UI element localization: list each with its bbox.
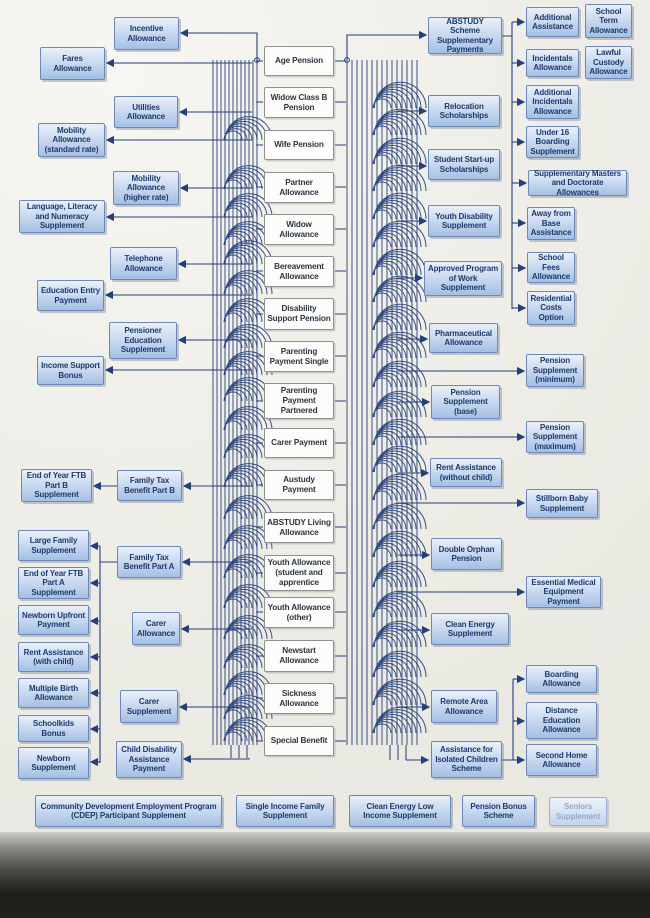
node-large-family-supplement: Large Family Supplement xyxy=(18,530,89,561)
node-youth-disability-supplement: Youth Disability Supplement xyxy=(428,205,500,237)
node-mobility-allowance-standard-rate: Mobility Allowance (standard rate) xyxy=(38,123,105,157)
node-incentive-allowance: Incentive Allowance xyxy=(114,17,179,50)
node-clean-energy-low-income-supplement: Clean Energy Low Income Supplement xyxy=(349,795,451,827)
node-schoolkids-bonus: Schoolkids Bonus xyxy=(18,715,89,742)
node-youth-allowance-student-and-apprentice: Youth Allowance (student and apprentice xyxy=(264,555,334,591)
node-student-start-up-scholarships: Student Start-up Scholarships xyxy=(428,149,500,180)
node-carer-payment: Carer Payment xyxy=(264,428,334,458)
node-stillborn-baby-supplement: Stillborn Baby Supplement xyxy=(526,489,598,518)
node-carer-allowance: Carer Allowance xyxy=(132,612,180,645)
node-abstudy-living-allowance: ABSTUDY Living Allowance xyxy=(264,512,334,543)
node-end-of-year-ftb-part-b-supplement: End of Year FTB Part B Supplement xyxy=(21,469,92,502)
node-approved-program-of-work-supplement: Approved Program of Work Supplement xyxy=(424,261,502,296)
page-bottom-shadow xyxy=(0,832,650,918)
node-multiple-birth-allowance: Multiple Birth Allowance xyxy=(18,678,89,708)
node-additional-assistance: Additional Assistance xyxy=(526,7,579,37)
node-rent-assistance-without-child: Rent Assistance (without child) xyxy=(430,458,502,487)
node-income-support-bonus: Income Support Bonus xyxy=(37,356,104,385)
node-community-development-employment-program-cdep-pa: Community Development Employment Program… xyxy=(35,795,222,827)
node-parenting-payment-single: Parenting Payment Single xyxy=(264,341,334,372)
node-essential-medical-equipment-payment: Essential Medical Equipment Payment xyxy=(526,576,601,608)
node-pharmaceutical-allowance: Pharmaceutical Allowance xyxy=(429,323,498,353)
node-single-income-family-supplement: Single Income Family Supplement xyxy=(236,795,334,827)
node-fares-allowance: Fares Allowance xyxy=(40,47,105,80)
node-pension-supplement-base: Pension Supplement (base) xyxy=(431,385,500,419)
node-lawful-custody-allowance: Lawful Custody Allowance xyxy=(585,46,632,79)
node-seniors-supplement: Seniors Supplement xyxy=(549,797,607,826)
node-partner-allowance: Partner Allowance xyxy=(264,172,334,203)
node-school-fees-allowance: School Fees Allowance xyxy=(527,252,575,283)
node-abstudy-scheme-supplementary-payments: ABSTUDY Scheme Supplementary Payments xyxy=(428,17,502,54)
node-carer-supplement: Carer Supplement xyxy=(120,690,178,723)
node-second-home-allowance: Second Home Allowance xyxy=(526,744,597,776)
node-bereavement-allowance: Bereavement Allowance xyxy=(264,256,334,287)
node-telephone-allowance: Telephone Allowance xyxy=(110,247,177,280)
node-widow-allowance: Widow Allowance xyxy=(264,214,334,245)
node-special-benefit: Special Benefit xyxy=(264,726,334,756)
node-rent-assistance-with-child: Rent Assistance (with child) xyxy=(18,642,89,672)
node-newstart-allowance: Newstart Allowance xyxy=(264,640,334,672)
node-wife-pension: Wife Pension xyxy=(264,130,334,160)
node-language-literacy-and-numeracy-supplement: Language, Literacy and Numeracy Suppleme… xyxy=(19,200,105,233)
node-newborn-supplement: Newborn Supplement xyxy=(18,747,89,779)
node-family-tax-benefit-part-b: Family Tax Benefit Part B xyxy=(117,470,182,501)
node-austudy-payment: Austudy Payment xyxy=(264,470,334,500)
node-utilities-allowance: Utilities Allowance xyxy=(114,96,178,128)
node-assistance-for-isolated-children-scheme: Assistance for Isolated Children Scheme xyxy=(431,741,502,778)
node-mobility-allowance-higher-rate: Mobility Allowance (higher rate) xyxy=(113,171,179,205)
node-widow-class-b-pension: Widow Class B Pension xyxy=(264,87,334,118)
node-residential-costs-option: Residential Costs Option xyxy=(527,291,575,325)
node-distance-education-allowance: Distance Education Allowance xyxy=(526,702,597,739)
node-remote-area-allowance: Remote Area Allowance xyxy=(431,690,497,723)
node-family-tax-benefit-part-a: Family Tax Benefit Part A xyxy=(117,546,181,578)
node-newborn-upfront-payment: Newborn Upfront Payment xyxy=(18,605,89,635)
node-education-entry-payment: Education Entry Payment xyxy=(37,280,104,311)
node-disability-support-pension: Disability Support Pension xyxy=(264,298,334,330)
node-parenting-payment-partnered: Parenting Payment Partnered xyxy=(264,383,334,419)
node-double-orphan-pension: Double Orphan Pension xyxy=(431,538,502,570)
node-school-term-allowance: School Term Allowance xyxy=(585,4,632,38)
node-pensioner-education-supplement: Pensioner Education Supplement xyxy=(109,322,177,359)
node-additional-incidentals-allowance: Additional Incidentals Allowance xyxy=(526,85,579,119)
node-sickness-allowance: Sickness Allowance xyxy=(264,683,334,714)
node-age-pension: Age Pension xyxy=(264,46,334,76)
node-pension-supplement-minimum: Pension Supplement (minimum) xyxy=(526,354,584,387)
node-pension-bonus-scheme: Pension Bonus Scheme xyxy=(462,795,535,827)
node-pension-supplement-maximum: Pension Supplement (maximum) xyxy=(526,421,584,453)
node-child-disability-assistance-payment: Child Disability Assistance Payment xyxy=(116,741,182,778)
node-supplementary-masters-and-doctorate-allowances: Supplementary Masters and Doctorate Allo… xyxy=(528,169,627,197)
node-under-16-boarding-supplement: Under 16 Boarding Supplement xyxy=(526,126,579,158)
node-end-of-year-ftb-part-a-supplement: End of Year FTB Part A Supplement xyxy=(18,567,89,599)
node-relocation-scholarships: Relocation Scholarships xyxy=(428,95,500,127)
node-clean-energy-supplement: Clean Energy Supplement xyxy=(431,613,509,645)
node-boarding-allowance: Boarding Allowance xyxy=(526,665,597,693)
node-youth-allowance-other: Youth Allowance (other) xyxy=(264,597,334,628)
node-incidentals-allowance: Incidentals Allowance xyxy=(526,49,579,77)
node-away-from-base-assistance: Away from Base Assistance xyxy=(527,207,575,240)
